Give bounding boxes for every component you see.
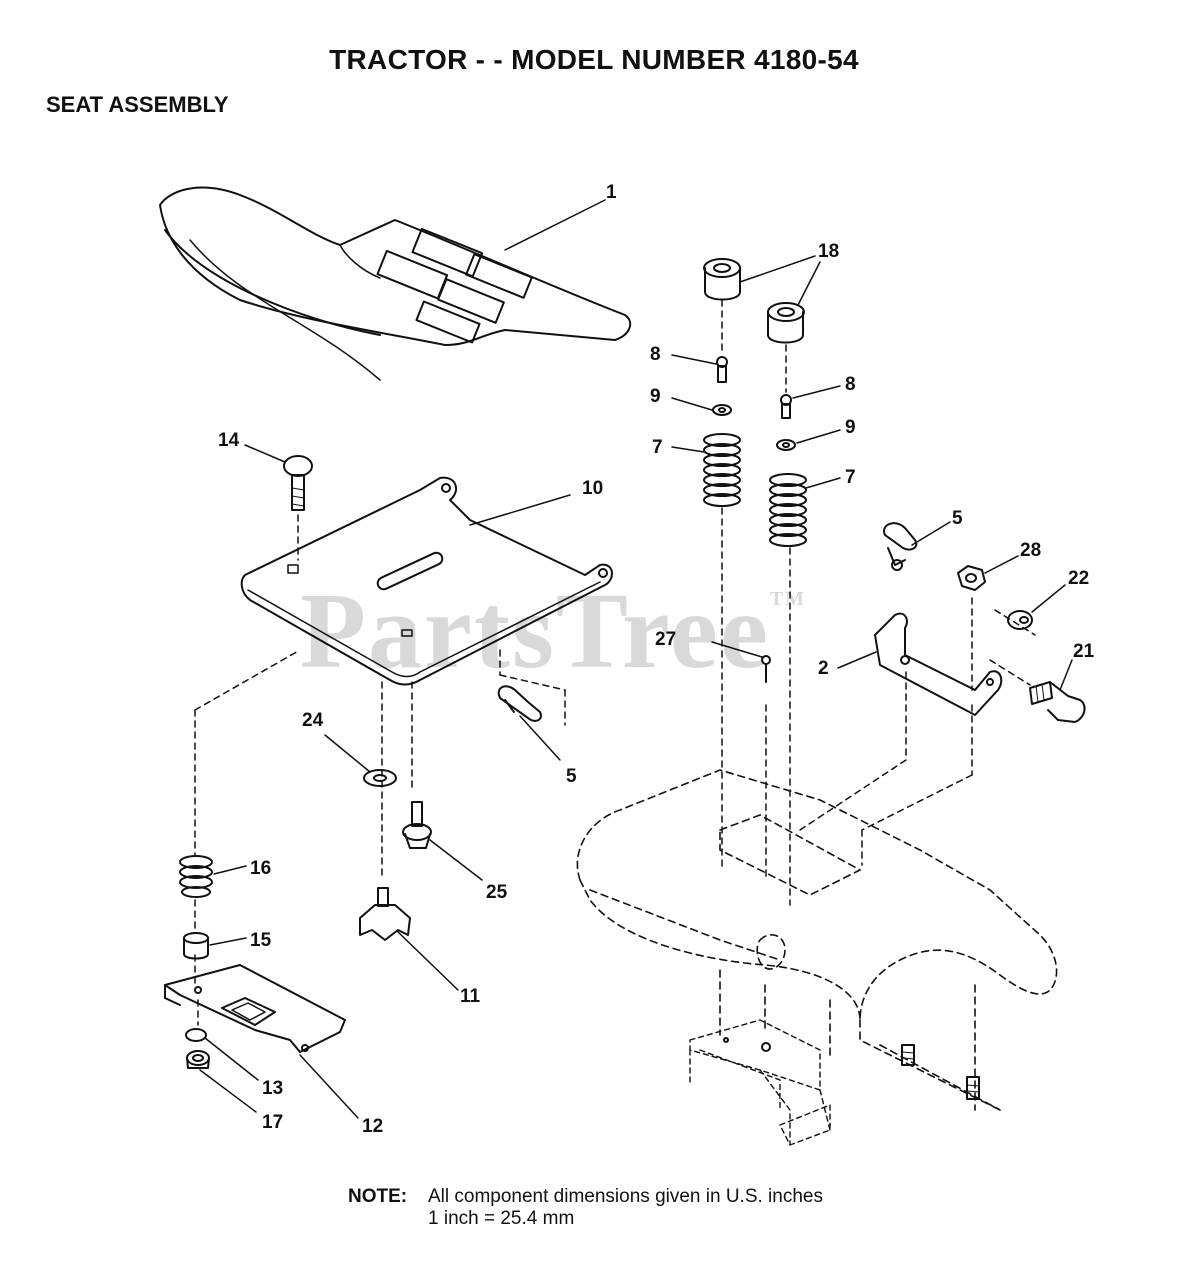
- callout-8-left: 8: [650, 344, 661, 365]
- tractor-frame: [576, 769, 1058, 1111]
- page-title: TRACTOR - - MODEL NUMBER 4180-54: [329, 44, 859, 75]
- callout-18: 18: [818, 241, 839, 262]
- note-text: All component dimensions given in U.S. i…: [428, 1186, 823, 1230]
- callout-2: 2: [818, 658, 829, 679]
- watermark-trademark: TM: [769, 588, 806, 610]
- callout-5-lower: 5: [566, 766, 577, 787]
- part-slide-plate: [164, 964, 346, 1053]
- part-bushing: [183, 932, 209, 960]
- part-nut: [957, 565, 986, 591]
- part-nut-17: [186, 1050, 210, 1069]
- callout-labels: 1 18 8 8 9 9 7 7 14 10 5 28 22 27 2 21 2…: [218, 182, 1095, 1137]
- part-screw: [761, 655, 771, 683]
- callout-9-left: 9: [650, 386, 661, 407]
- note-line-2: 1 inch = 25.4 mm: [428, 1208, 575, 1229]
- part-spring: [179, 855, 213, 898]
- callout-11: 11: [460, 986, 481, 1007]
- callout-17: 17: [262, 1112, 283, 1133]
- callout-24: 24: [302, 710, 324, 731]
- callout-7-left: 7: [652, 437, 663, 458]
- part-spring-stack-right: [767, 302, 807, 547]
- part-nut-13: [185, 1028, 207, 1042]
- part-carriage-bolt: [283, 455, 313, 511]
- part-knob-bolt: [1029, 681, 1086, 723]
- frame-bolts: [723, 1037, 980, 1100]
- dashed-guides: [194, 299, 1036, 1026]
- callout-27: 27: [655, 629, 676, 650]
- part-clip-lower: [497, 685, 542, 722]
- callout-12: 12: [362, 1116, 383, 1137]
- frame-bracket-left: [689, 1019, 831, 1146]
- callout-14: 14: [218, 430, 240, 451]
- watermark: PartsTreeTM: [300, 570, 806, 694]
- callout-21: 21: [1073, 641, 1095, 662]
- part-clip-upper: [883, 522, 918, 571]
- callout-22: 22: [1068, 568, 1089, 589]
- leader-lines-springs: [671, 255, 841, 489]
- part-spacer: [1007, 610, 1033, 630]
- note-label: NOTE:: [348, 1186, 408, 1207]
- callout-16: 16: [250, 858, 271, 879]
- part-washer: [363, 769, 397, 787]
- callout-1: 1: [606, 182, 617, 203]
- callout-9-right: 9: [845, 417, 856, 438]
- callout-8-right: 8: [845, 374, 856, 395]
- callout-15: 15: [250, 930, 272, 951]
- part-knob: [359, 887, 411, 941]
- part-shoulder-bolt: [402, 801, 432, 849]
- callout-10: 10: [582, 478, 603, 499]
- callout-25: 25: [486, 882, 508, 903]
- note-line-1: All component dimensions given in U.S. i…: [428, 1186, 823, 1207]
- callout-5-upper: 5: [952, 508, 963, 529]
- part-bracket: [874, 612, 1003, 716]
- part-seat: [159, 186, 632, 381]
- part-spring-stack-left: [703, 258, 741, 507]
- callout-7-right: 7: [845, 467, 856, 488]
- watermark-text: PartsTree: [300, 572, 770, 691]
- callout-13: 13: [262, 1078, 283, 1099]
- note: NOTE: All component dimensions given in U…: [348, 1186, 823, 1230]
- section-title: SEAT ASSEMBLY: [46, 92, 229, 117]
- callout-28: 28: [1020, 540, 1041, 561]
- part-seat-pan: [240, 476, 613, 686]
